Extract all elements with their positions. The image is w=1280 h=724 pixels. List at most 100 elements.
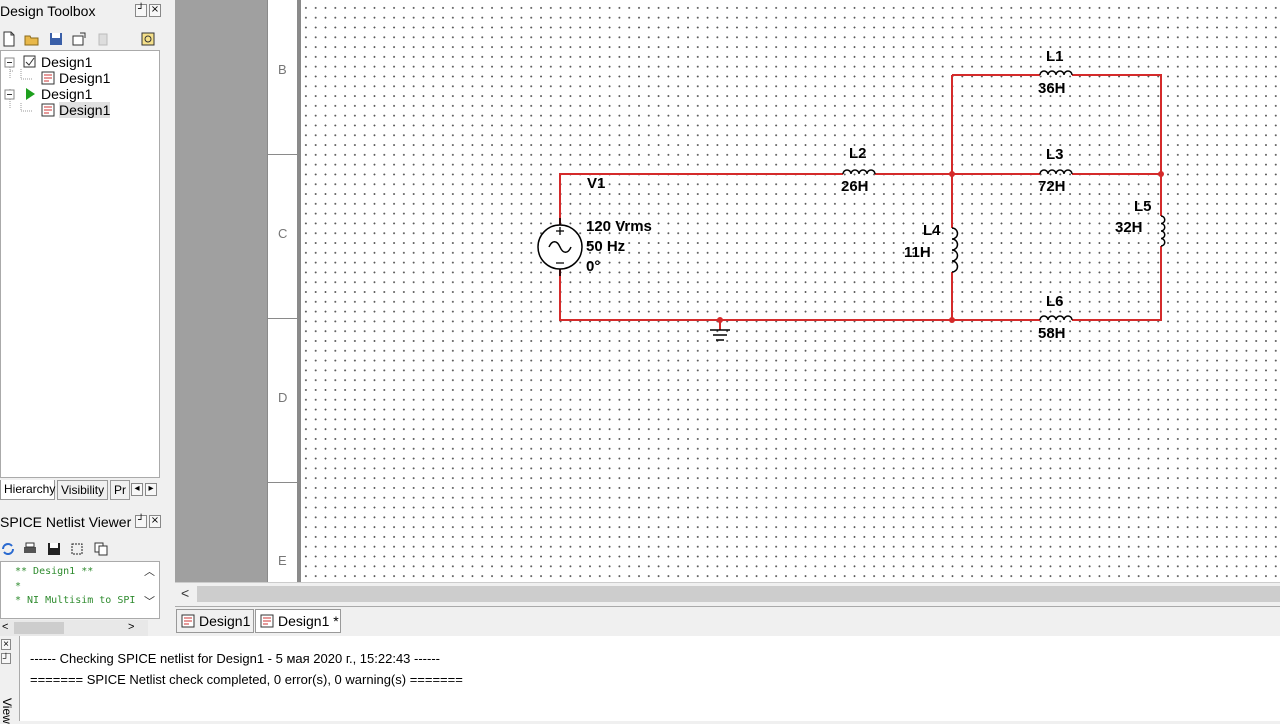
tab-scroll-right-icon[interactable]: ▸ [145, 483, 157, 496]
l3-value-label: 72H [1038, 178, 1066, 195]
select-all-icon[interactable] [69, 541, 85, 557]
toolbox-tabs: Hierarchy Visibility Pr ◂ ▸ [0, 480, 166, 502]
l4-ref-label: L4 [923, 222, 941, 239]
tree-item-label: Design1 [59, 70, 111, 86]
document-tabs: Design1 Design1 * [175, 606, 1280, 633]
schematic-sheet-icon [260, 614, 274, 628]
tab-scroll-left-icon[interactable]: ◂ [131, 483, 143, 496]
inductor-l1-coil[interactable] [1039, 70, 1073, 76]
tab-label: Design1 [199, 613, 251, 629]
l1-value-label: 36H [1038, 80, 1066, 97]
tree-item-label: Design1 [59, 102, 111, 118]
sheet-border-line [297, 0, 301, 582]
l6-value-label: 58H [1038, 325, 1066, 342]
wires[interactable] [559, 74, 1162, 330]
inductor-l4-coil[interactable] [951, 227, 959, 273]
open-folder-icon[interactable] [24, 31, 40, 47]
v1-voltage-label: 120 Vrms [586, 218, 652, 235]
save-icon[interactable] [46, 541, 62, 557]
scroll-down-icon[interactable]: ﹀ [144, 596, 155, 608]
tree-item-label: Design1 [41, 54, 93, 70]
netlist-line: ** Design1 ** [15, 566, 94, 577]
l6-ref-label: L6 [1046, 293, 1064, 310]
tree-lines [4, 57, 33, 112]
scrollbar-thumb[interactable] [14, 622, 64, 634]
inductor-l2-coil[interactable] [842, 169, 876, 175]
active-design-arrow-icon [26, 88, 35, 100]
v1-frequency-label: 50 Hz [586, 238, 625, 255]
inductor-l3-coil[interactable] [1039, 169, 1073, 175]
print-icon[interactable] [22, 541, 38, 557]
tree-item-design1-root[interactable]: Design1 [23, 54, 92, 70]
v1-ref-label: V1 [587, 175, 605, 192]
inductor-l5-coil[interactable] [1160, 215, 1166, 247]
output-panel: ------ Checking SPICE netlist for Design… [0, 636, 1280, 721]
junction-dots [717, 171, 1164, 323]
save-icon[interactable] [48, 31, 64, 47]
inductor-l6-coil[interactable] [1039, 315, 1073, 321]
tab-projects[interactable]: Pr [110, 480, 130, 500]
netlist-viewer-title: SPICE Netlist Viewer [0, 514, 132, 530]
netlist-horizontal-scrollbar[interactable]: < > [0, 620, 148, 636]
new-design-icon[interactable] [1, 31, 17, 47]
output-side-label[interactable]: View [0, 698, 14, 724]
scrollbar-thumb[interactable] [197, 586, 1280, 602]
pin-icon[interactable]: ┘ [1, 653, 11, 664]
checked-design-icon [23, 55, 36, 68]
sheet-border-ruler: B C D E [267, 0, 300, 582]
pin-icon[interactable]: ┘ [135, 515, 147, 528]
tree-item-design1-active[interactable]: Design1 [23, 86, 92, 102]
close-design-icon[interactable] [71, 31, 87, 47]
netlist-line: * NI Multisim to SPI [15, 595, 136, 606]
close-icon[interactable]: × [1, 639, 11, 650]
tree-item-design1-sheet[interactable]: Design1 [41, 70, 110, 86]
v1-phase-label: 0° [586, 258, 600, 275]
close-icon[interactable]: × [149, 4, 161, 17]
ruler-tick [268, 154, 298, 155]
scroll-left-icon[interactable]: < [181, 585, 190, 601]
design-hierarchy-tree[interactable]: Design1 Design1 Design1 Design1 [0, 50, 160, 478]
refresh-icon[interactable] [0, 541, 16, 557]
design-toolbox-title: Design Toolbox [0, 3, 96, 19]
ruler-label-e: E [278, 553, 287, 568]
properties-icon[interactable] [140, 31, 156, 47]
scroll-up-icon[interactable]: ︿ [144, 566, 155, 578]
workspace-gray-margin [175, 0, 267, 582]
circuit-schematic: V1 120 Vrms 50 Hz 0° L1 36H L2 26H L3 72… [537, 48, 1166, 342]
tab-label: Design1 * [278, 613, 339, 629]
netlist-line: * [15, 580, 22, 592]
netlist-code-view[interactable]: ** Design1 ** * * NI Multisim to SPI [0, 561, 160, 619]
ruler-label-b: B [278, 62, 287, 77]
workspace-horizontal-scrollbar[interactable]: < [175, 582, 1280, 605]
output-line-completed: ======= SPICE Netlist check completed, 0… [30, 672, 463, 687]
ruler-label-c: C [278, 226, 288, 241]
ruler-label-d: D [278, 390, 288, 405]
tab-hierarchy[interactable]: Hierarchy [0, 480, 55, 500]
tree-item-design1-sheet-selected[interactable]: Design1 [41, 102, 111, 118]
scroll-right-icon[interactable]: > [128, 621, 135, 633]
output-line-checking: ------ Checking SPICE netlist for Design… [30, 651, 440, 666]
l2-value-label: 26H [841, 178, 869, 195]
tree-item-label: Design1 [41, 86, 93, 102]
schematic-sheet-icon [41, 103, 55, 117]
tab-design1-modified[interactable]: Design1 * [255, 609, 341, 633]
close-icon[interactable]: × [149, 515, 161, 528]
l3-ref-label: L3 [1046, 146, 1064, 163]
ground-symbol[interactable] [710, 329, 730, 341]
tab-visibility[interactable]: Visibility [57, 480, 108, 500]
l5-value-label: 32H [1115, 219, 1143, 236]
l4-value-label: 11H [904, 244, 931, 261]
scroll-left-icon[interactable]: < [2, 621, 9, 633]
l1-ref-label: L1 [1046, 48, 1064, 65]
l5-ref-label: L5 [1134, 198, 1152, 215]
output-side-bar: × ┘ View [0, 636, 20, 724]
ac-voltage-source-v1[interactable] [537, 218, 583, 276]
schematic-sheet-icon [181, 614, 195, 628]
design-toolbox-panel: Design Toolbox ┘ × Design1 Design1 Desig… [0, 0, 166, 503]
tab-design1[interactable]: Design1 [176, 609, 254, 633]
copy-icon[interactable] [93, 541, 109, 557]
schematic-sheet-icon [41, 71, 55, 85]
delete-icon[interactable] [95, 31, 111, 47]
schematic-grid[interactable] [301, 0, 1280, 582]
pin-icon[interactable]: ┘ [135, 4, 147, 17]
